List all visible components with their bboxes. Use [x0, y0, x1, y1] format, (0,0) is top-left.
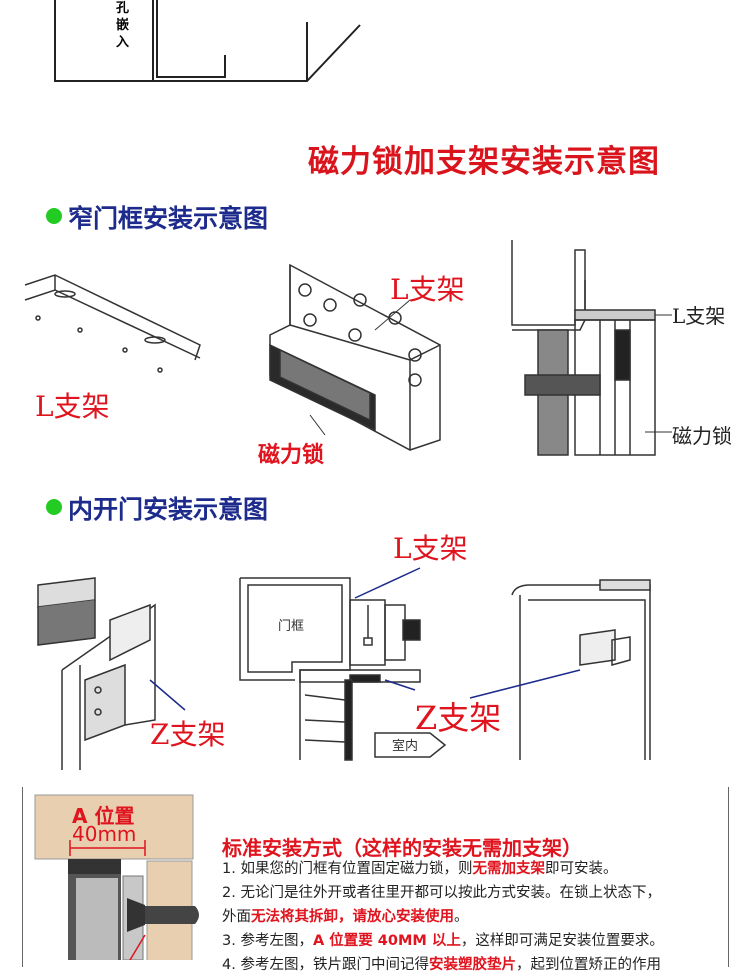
section2-heading: 内开门安装示意图	[68, 495, 269, 524]
instruction-line: 外面无法将其拆卸，请放心安装使用。	[222, 909, 469, 925]
label-maglock: 磁力锁	[258, 443, 325, 468]
page-title: 磁力锁加支架安装示意图	[308, 144, 660, 180]
standard-section-frame	[22, 787, 729, 967]
bullet-icon	[46, 208, 62, 224]
instruction-line: 3. 参考左图，A 位置要 40MM 以上，这样即可满足安装位置要求。	[222, 933, 664, 949]
dimension-label: 40mm	[72, 822, 137, 846]
instruction-line: 2. 无论门是往外开或者往里开都可以按此方式安装。在锁上状态下，	[222, 885, 661, 901]
label-z-bracket: Z支架	[150, 718, 226, 751]
label-l-bracket: L支架	[672, 304, 726, 328]
instruction-line: 4. 参考左图，铁片跟门中间记得安装塑胶垫片，起到位置矫正的作用	[222, 957, 661, 973]
section1-heading: 窄门框安装示意图	[68, 204, 269, 233]
bullet-icon	[46, 499, 62, 515]
label-z-bracket: Z支架	[415, 699, 502, 737]
label-l-bracket: L支架	[390, 273, 465, 306]
standard-instructions: 1. 如果您的门框有位置固定磁力锁，则无需加支架即可安装。 2. 无论门是往外开…	[222, 857, 664, 977]
label-maglock: 磁力锁	[672, 424, 732, 448]
door-cutout-drawing	[54, 0, 361, 82]
label-indoor: 室内	[392, 739, 419, 754]
label-door-frame: 门框	[278, 619, 305, 634]
vertical-label: 孔嵌入	[116, 1, 130, 50]
standard-heading: 标准安装方式（这样的安装无需加支架）	[222, 836, 582, 860]
a-position-label: A 位置	[72, 804, 135, 828]
instruction-line: 1. 如果您的门框有位置固定磁力锁，则无需加支架即可安装。	[222, 861, 618, 877]
label-l-bracket: L支架	[35, 390, 110, 423]
label-l-bracket: L支架	[393, 532, 468, 565]
